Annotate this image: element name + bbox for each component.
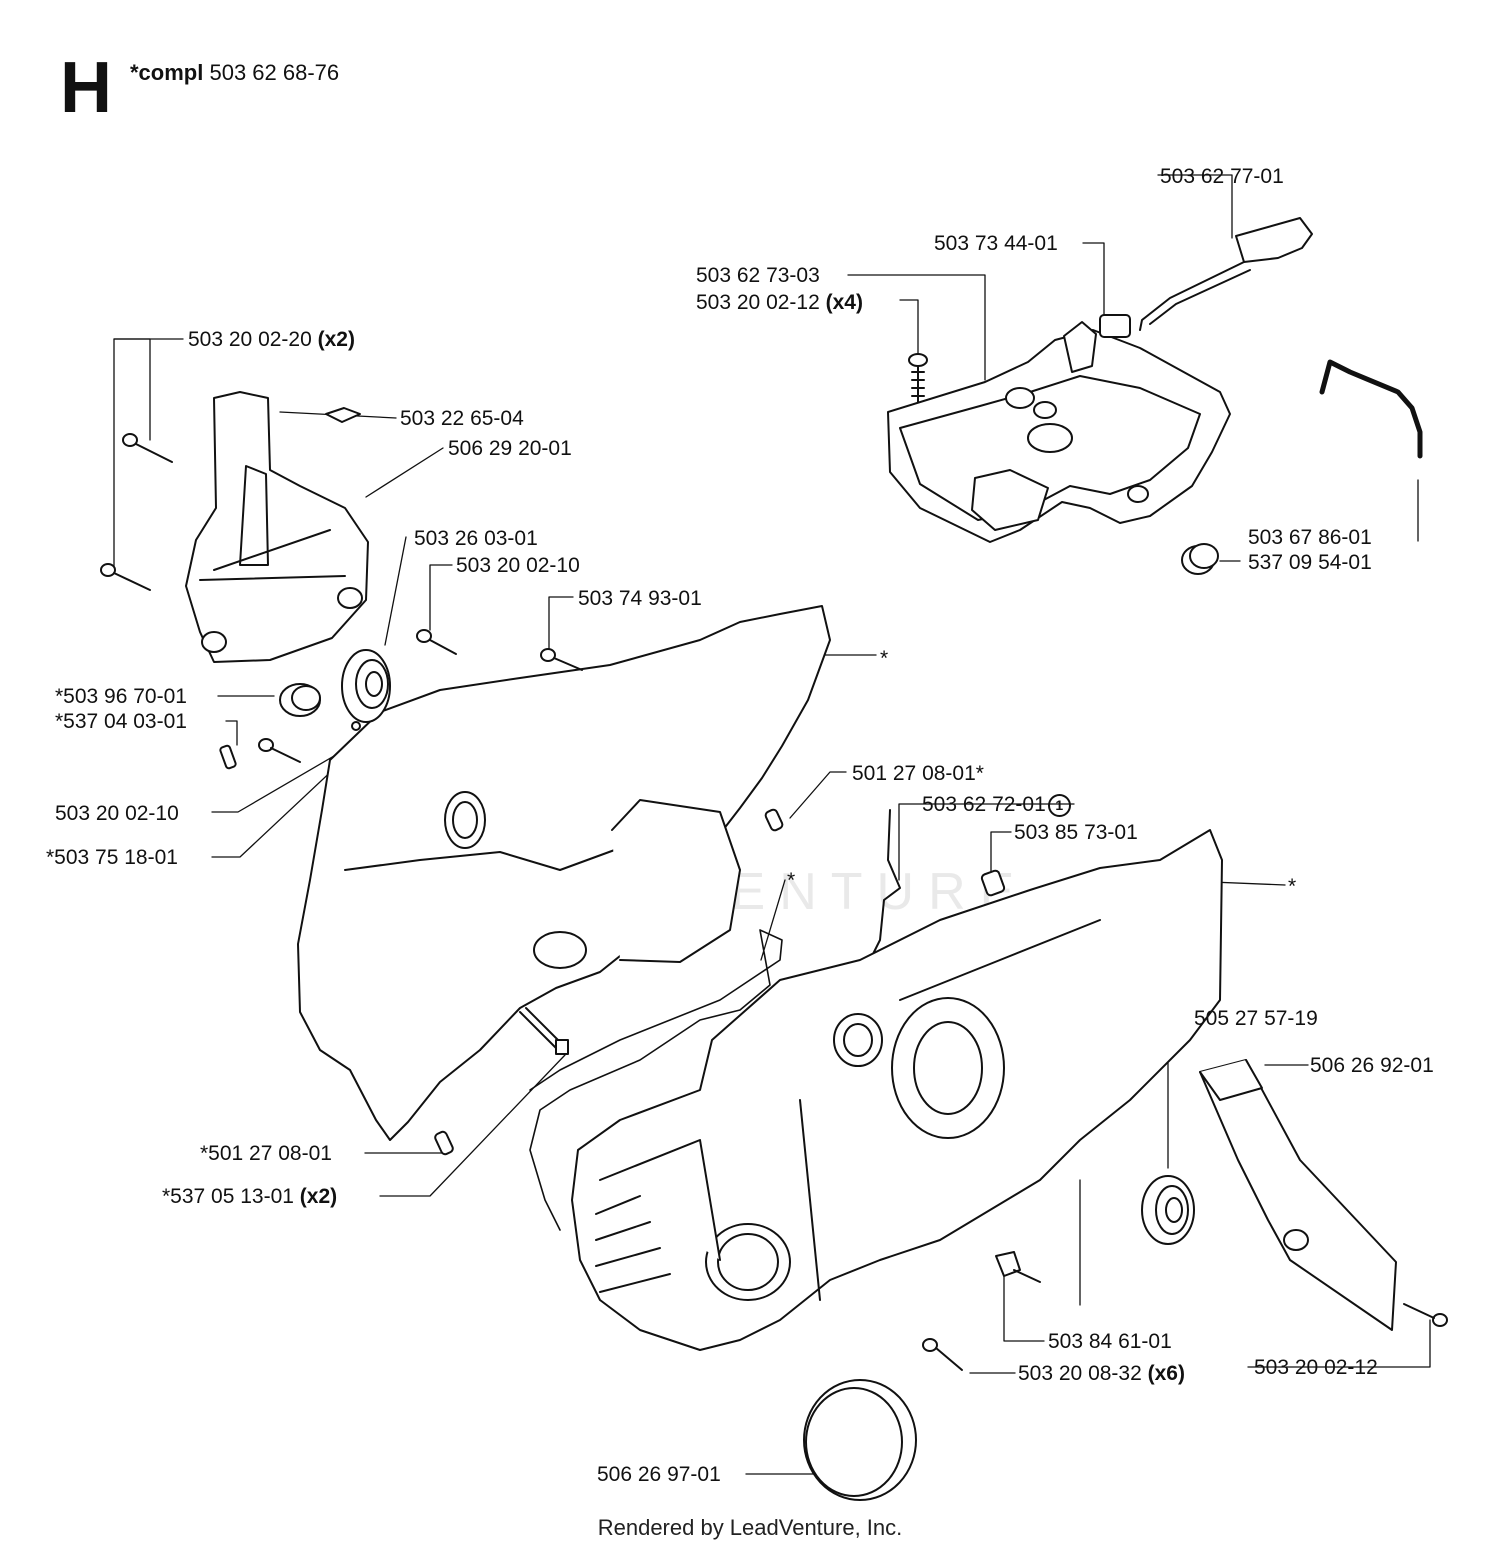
dowel-top <box>980 869 1006 897</box>
bolt-left-2 <box>100 563 151 591</box>
part-label: 503 62 73-03 <box>696 264 820 287</box>
bolt-top-mid-2 <box>540 648 583 671</box>
top-cover-part <box>887 321 1231 543</box>
bolt-bottom <box>922 1338 963 1371</box>
part-label: 503 20 02-10 <box>55 802 179 825</box>
part-label: 503 20 02-12 (x4) <box>696 291 863 314</box>
clutch-cover-part <box>185 391 369 663</box>
compl-number: 503 62 68-76 <box>209 60 340 85</box>
part-label: 503 22 65-04 <box>400 407 524 430</box>
note-marker-icon: 1 <box>1047 794 1071 817</box>
plug-cap-part <box>803 1379 917 1501</box>
footer-credit: Rendered by LeadVenture, Inc. <box>597 1515 903 1540</box>
hose-part <box>1319 359 1423 459</box>
left-crankcase-part <box>297 605 831 1141</box>
stud-part <box>519 1007 569 1055</box>
asterisk-marker: * <box>880 647 889 670</box>
part-label: *503 75 18-01 <box>46 846 178 869</box>
chute-part <box>1199 1059 1397 1331</box>
bolt-left-1 <box>122 433 173 463</box>
part-label: 537 09 54-01 <box>1248 551 1372 574</box>
leader-lines <box>113 174 1431 1475</box>
part-label: 503 84 61-01 <box>1048 1330 1172 1353</box>
part-label: 506 26 92-01 <box>1310 1054 1434 1077</box>
asterisk-marker: * <box>1288 875 1297 898</box>
bolt-top <box>908 353 928 403</box>
bolt-small-left <box>258 738 301 763</box>
screw-right <box>995 1251 1041 1283</box>
part-label: 503 20 08-32 (x6) <box>1018 1362 1185 1385</box>
wire-part <box>869 809 901 961</box>
part-label: 503 73 44-01 <box>934 232 1058 255</box>
part-label: 503 85 73-01 <box>1014 821 1138 844</box>
compl-label: *compl <box>130 60 204 85</box>
seal-left <box>279 683 321 717</box>
part-label: 503 62 77-01 <box>1160 165 1284 188</box>
part-label: 506 29 20-01 <box>448 437 572 460</box>
part-label: *501 27 08-01 <box>200 1142 332 1165</box>
part-label: *537 04 03-01 <box>55 710 187 733</box>
part-label: 505 27 57-19 <box>1194 1007 1318 1030</box>
part-label: 501 27 08-01* <box>852 762 984 785</box>
part-label: 503 20 02-12 <box>1254 1356 1378 1379</box>
part-label: 503 20 02-20 (x2) <box>188 328 355 351</box>
part-label: 503 26 03-01 <box>414 527 538 550</box>
dowel-right <box>764 808 784 832</box>
dowel-left <box>434 1130 454 1156</box>
part-label: *537 05 13-01 (x2) <box>162 1185 338 1208</box>
bolt-right <box>1403 1303 1448 1327</box>
screw-small <box>351 721 361 731</box>
nut-part <box>325 407 361 423</box>
bearing-right <box>1141 1175 1195 1245</box>
part-label: 506 26 97-01 <box>597 1463 721 1486</box>
part-label: 503 67 86-01 <box>1248 526 1372 549</box>
bearing-left <box>341 649 391 723</box>
plug-part <box>1181 543 1219 575</box>
bolt-top-mid-1 <box>416 629 457 655</box>
right-crankcase-part <box>571 829 1223 1351</box>
handle-cable-part <box>1139 217 1313 331</box>
gasket-part <box>529 929 783 1231</box>
pin-part <box>219 744 237 770</box>
part-label: 503 74 93-01 <box>578 587 702 610</box>
complete-assembly-note: *compl 503 62 68-76 <box>130 60 339 86</box>
part-label: *503 96 70-01 <box>55 685 187 708</box>
section-letter: H <box>60 48 112 128</box>
rubber-bushing <box>1099 314 1131 338</box>
part-label: 503 20 02-10 <box>456 554 580 577</box>
asterisk-marker: * <box>787 869 796 892</box>
